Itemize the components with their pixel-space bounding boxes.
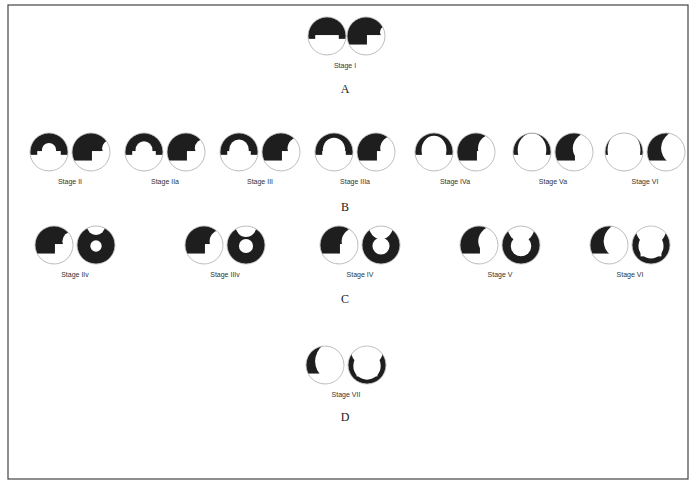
head-drawing <box>348 325 386 384</box>
head-drawing <box>632 207 670 264</box>
head-outline <box>220 133 258 171</box>
head-outline <box>167 133 205 171</box>
head-outline <box>457 133 495 171</box>
head-outline <box>555 133 593 171</box>
stage-label: Stage I <box>334 62 356 69</box>
stage-label: Stage VI <box>632 178 659 185</box>
panel-letter: B <box>341 200 349 215</box>
head-outline <box>357 133 395 171</box>
stage-label: Stage IV <box>347 271 374 278</box>
head-drawing <box>502 210 540 264</box>
head-outline <box>605 133 643 171</box>
head-outline <box>460 226 498 264</box>
stage-label: Stage IIIv <box>210 271 240 278</box>
head-outline <box>185 226 223 264</box>
head-outline <box>502 226 540 264</box>
head-drawing <box>415 133 453 174</box>
head-outline <box>647 133 685 171</box>
head-outline <box>348 346 386 384</box>
head-outline <box>362 226 400 264</box>
head-drawing <box>513 133 551 174</box>
head-outline <box>125 133 163 171</box>
head-drawing <box>30 133 68 174</box>
stage-label: Stage III <box>247 178 273 185</box>
stage-label: Stage VI <box>617 271 644 278</box>
head-drawing <box>77 217 115 264</box>
stage-label: Stage Va <box>539 178 567 185</box>
stage-label: Stage II <box>58 178 82 185</box>
panel-letter: A <box>341 82 350 97</box>
head-drawing <box>308 17 346 58</box>
head-outline <box>347 17 385 55</box>
stage-label: Stage IVa <box>440 178 470 185</box>
panel-letter: D <box>341 410 350 425</box>
head-outline <box>308 17 346 55</box>
head-outline <box>262 133 300 171</box>
head-outline <box>590 226 628 264</box>
head-outline <box>77 226 115 264</box>
head-outline <box>415 133 453 171</box>
panel-letter: C <box>341 292 349 307</box>
head-outline <box>72 133 110 171</box>
head-drawing <box>220 133 258 174</box>
head-outline <box>30 133 68 171</box>
head-drawing <box>605 130 643 173</box>
head-outline <box>227 226 265 264</box>
head-drawing <box>315 133 353 174</box>
stage-label: Stage IIa <box>151 178 179 185</box>
frame-border <box>8 5 688 479</box>
head-outline <box>513 133 551 171</box>
head-outline <box>632 226 670 264</box>
head-outline <box>35 226 73 264</box>
head-outline <box>320 226 358 264</box>
stage-label: Stage IIIa <box>340 178 370 185</box>
head-drawing <box>227 215 265 264</box>
head-drawing <box>362 213 400 264</box>
stage-label: Stage IIv <box>61 271 89 278</box>
stage-label: Stage V <box>488 271 513 278</box>
head-outline <box>315 133 353 171</box>
head-drawing <box>125 133 163 174</box>
head-outline <box>306 346 344 384</box>
stage-label: Stage VII <box>332 391 361 398</box>
